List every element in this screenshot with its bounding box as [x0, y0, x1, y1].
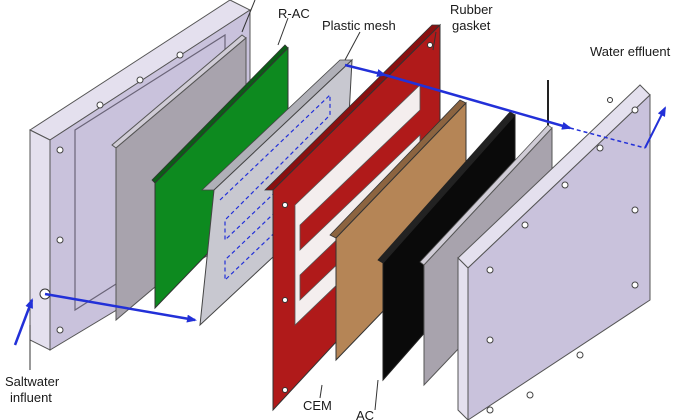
label-rubber-gasket-line2: gasket	[452, 18, 491, 33]
flow-path	[13, 63, 666, 346]
leader-lines	[29, 0, 437, 411]
inflow-channel-arrow	[44, 292, 197, 323]
leader-gasket	[432, 31, 437, 51]
label-rubber-gasket-line1: Rubber	[450, 2, 493, 17]
hidden-outflow-channel	[569, 127, 646, 149]
leader-plastic-mesh	[344, 31, 361, 61]
label-r-ac: R-AC	[278, 6, 310, 21]
label-water-effluent: Water effluent	[590, 44, 671, 59]
label-saltwater-line1: Saltwater	[5, 374, 60, 389]
leader-spacer	[241, 0, 256, 33]
label-ac: AC	[356, 408, 374, 420]
leader-r-ac	[277, 17, 289, 46]
label-plastic-mesh: Plastic mesh	[322, 18, 396, 33]
cem-membrane	[329, 99, 467, 362]
leader-ac	[374, 379, 379, 411]
inflow-arrow	[13, 298, 34, 346]
effluent-arrow	[644, 106, 666, 149]
outflow-arrow	[384, 73, 572, 130]
label-cem: CEM	[303, 398, 332, 413]
mesh-outflow-arrow	[344, 63, 387, 77]
label-saltwater-line2: influent	[10, 390, 52, 405]
right-end-plate	[457, 84, 651, 420]
leader-cem	[319, 384, 323, 399]
